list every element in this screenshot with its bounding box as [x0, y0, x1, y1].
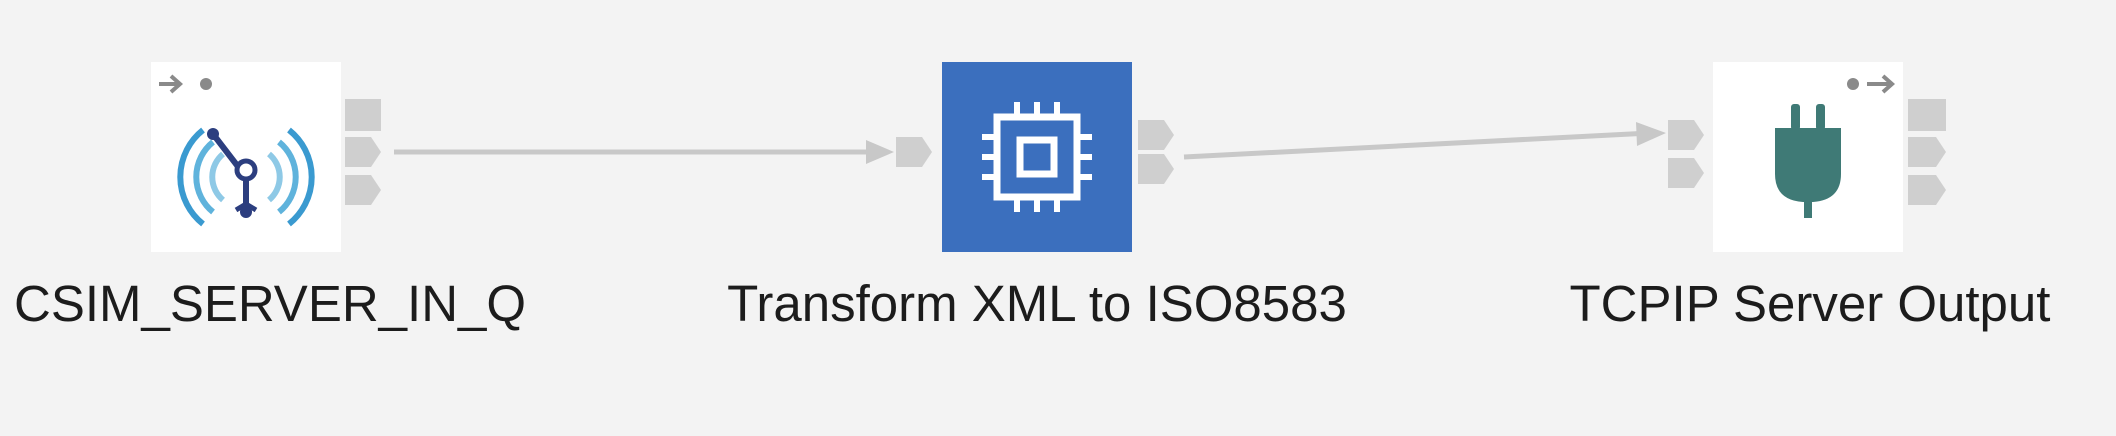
output-terminals-transform — [1138, 120, 1174, 184]
output-terminals-csim — [345, 99, 381, 205]
mq-input-antenna-icon — [177, 127, 315, 227]
output-terminals-tcpip — [1908, 99, 1946, 205]
terminal-out-2[interactable] — [1138, 154, 1174, 184]
connector-input-to-transform[interactable] — [394, 140, 894, 164]
input-marker-icon — [159, 74, 212, 94]
terminal-out-3[interactable] — [345, 175, 381, 205]
terminal-out-2[interactable] — [1908, 137, 1946, 167]
terminal-out-2[interactable] — [345, 137, 381, 167]
terminal-out-3[interactable] — [1908, 175, 1946, 205]
input-terminal-transform — [896, 137, 932, 167]
terminal-out-1[interactable] — [1138, 120, 1174, 150]
node-label-transform-xml: Transform XML to ISO8583 — [727, 275, 1347, 332]
node-csim-server-in-q[interactable] — [151, 62, 341, 252]
node-tcpip-server-output[interactable] — [1713, 62, 1903, 252]
input-terminals-tcpip — [1668, 120, 1704, 188]
node-label-tcpip-server-output: TCPIP Server Output — [1569, 275, 2051, 332]
node-transform-xml[interactable] — [942, 62, 1132, 252]
terminal-in-1[interactable] — [1668, 120, 1704, 150]
terminal-out-1[interactable] — [345, 99, 381, 131]
terminal-in[interactable] — [896, 137, 932, 167]
terminal-out-1[interactable] — [1908, 99, 1946, 131]
connector-transform-to-output[interactable] — [1183, 122, 1666, 160]
node-label-csim-server-in-q: CSIM_SERVER_IN_Q — [14, 275, 527, 332]
terminal-in-2[interactable] — [1668, 158, 1704, 188]
plug-icon — [1775, 104, 1841, 218]
output-marker-icon — [1847, 74, 1896, 94]
compute-chip-icon — [982, 102, 1092, 212]
